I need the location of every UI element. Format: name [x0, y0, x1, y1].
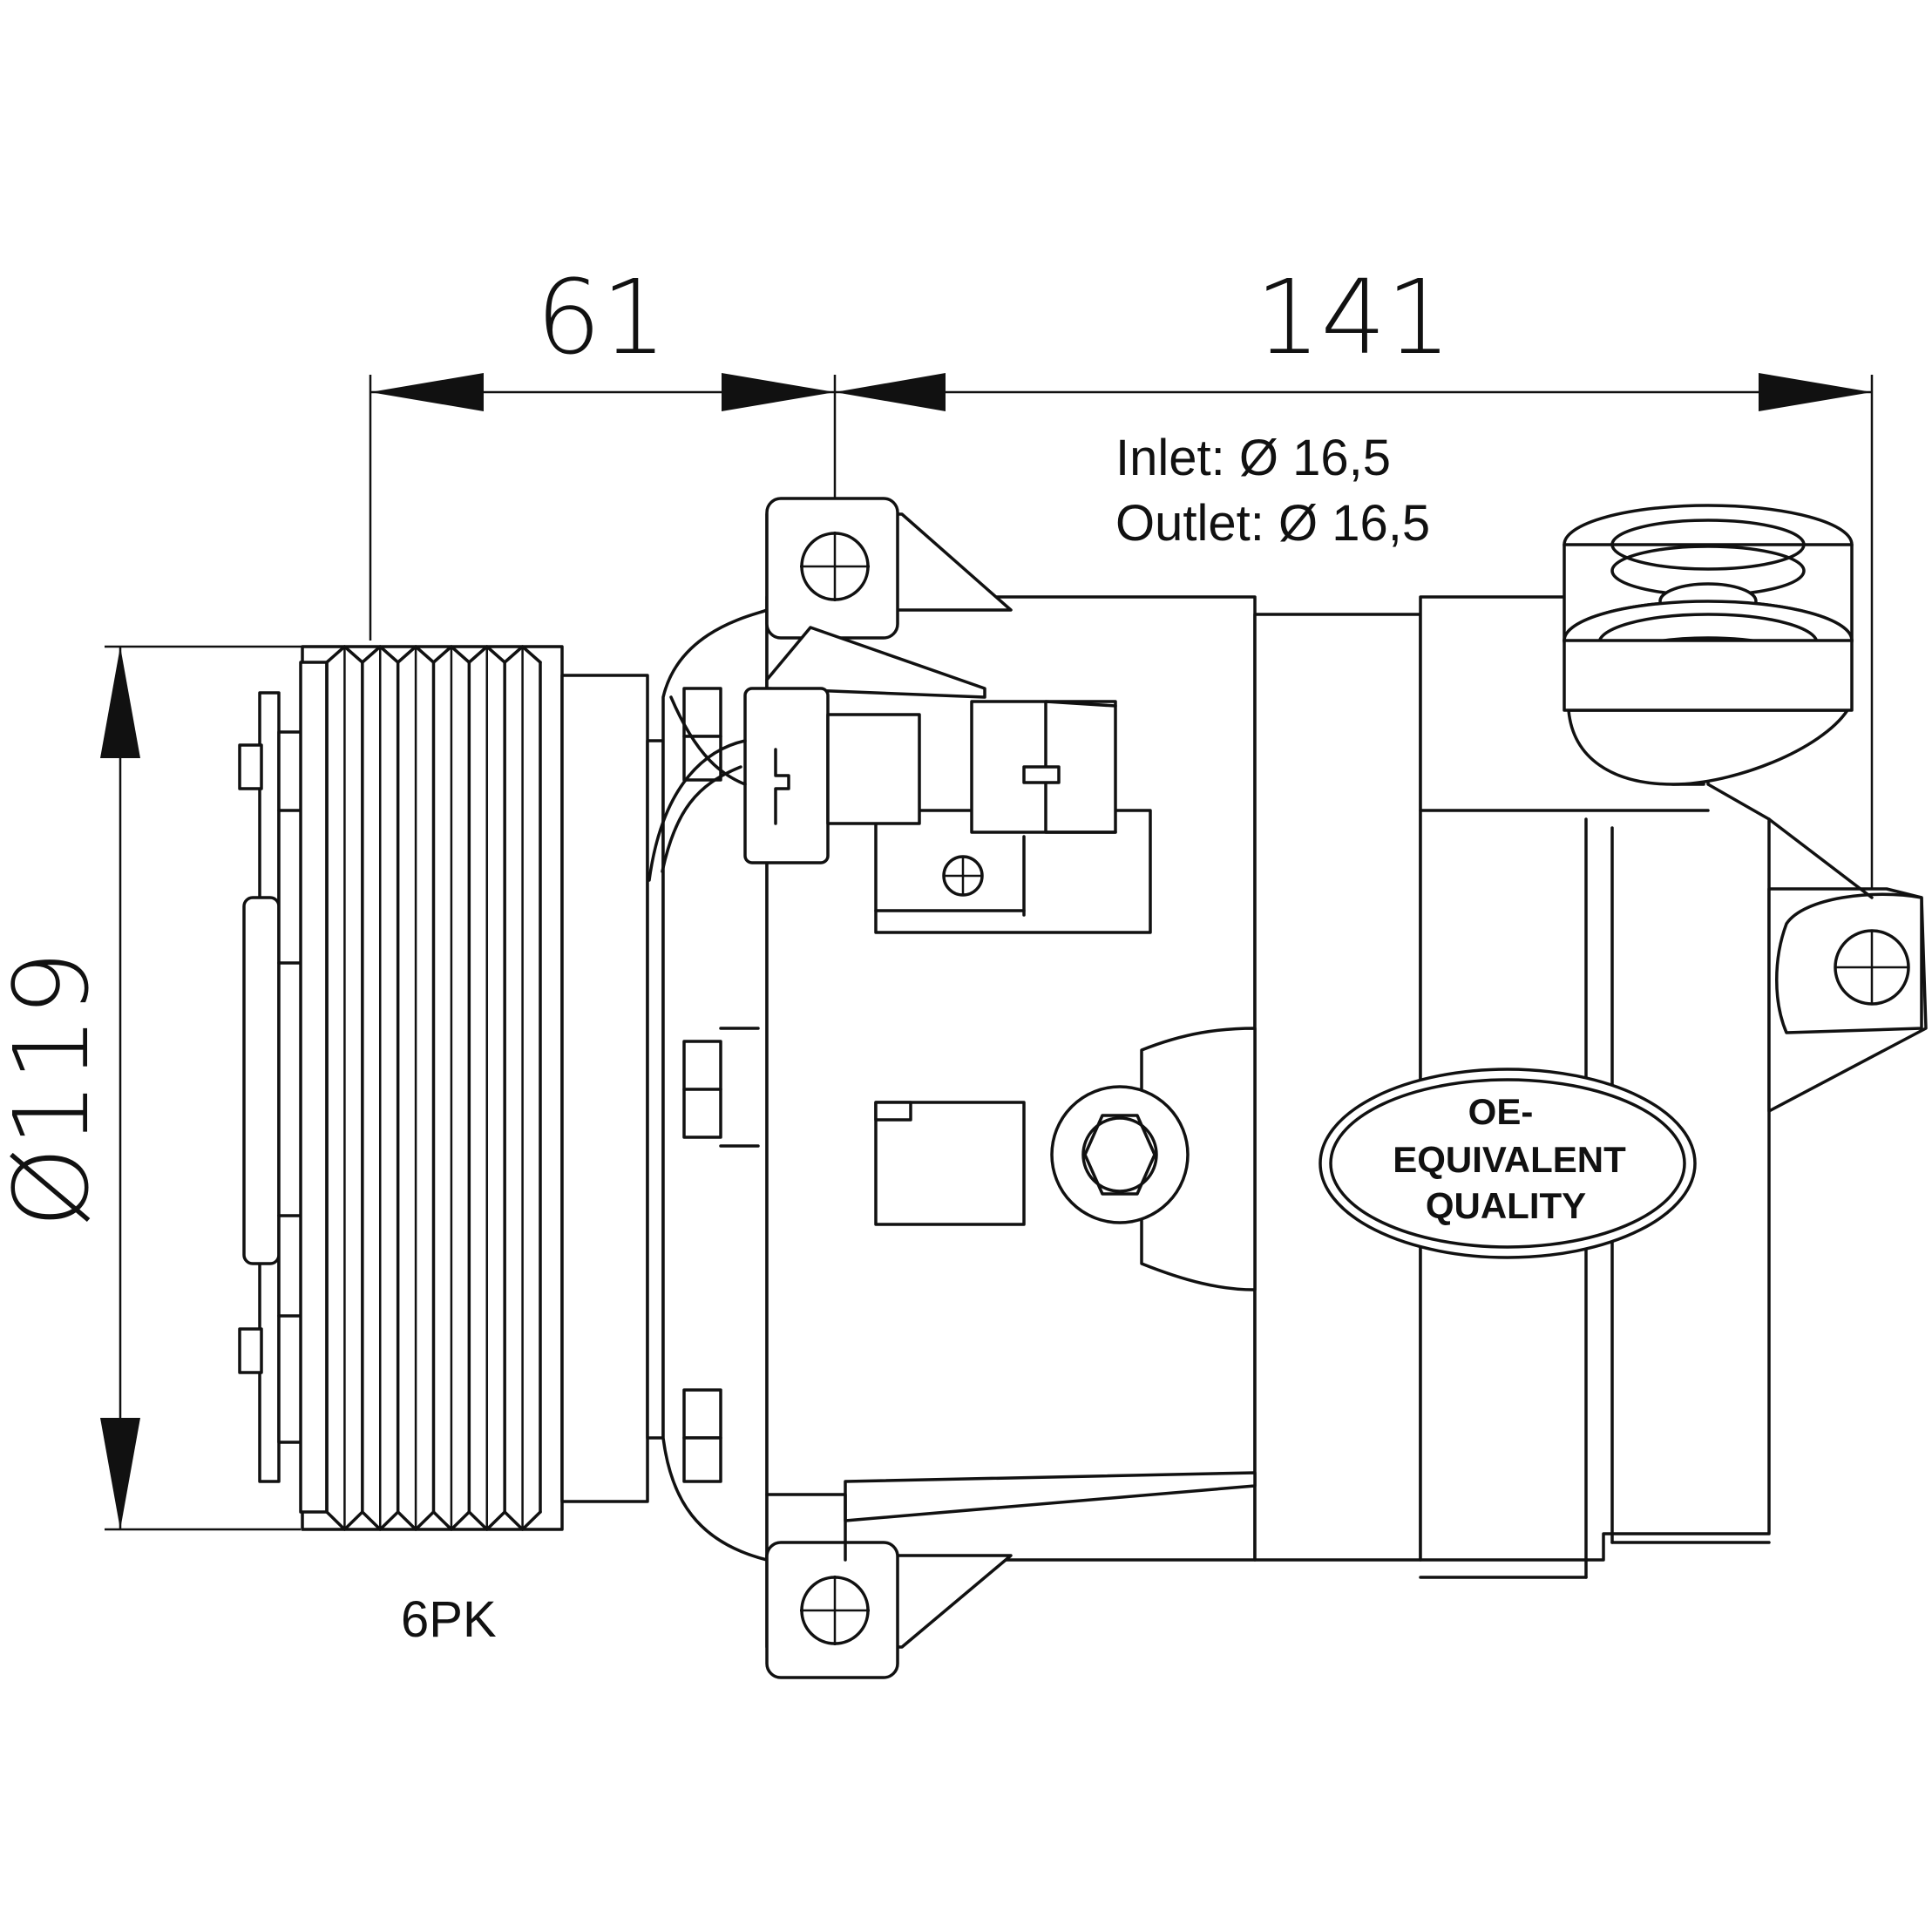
- dimension-141: 141: [1255, 257, 1451, 377]
- dimension-lines: [100, 373, 1874, 1531]
- dimension-61: 61: [536, 257, 667, 377]
- clutch-plate: [238, 691, 305, 1483]
- arrow-119-top: [100, 647, 140, 758]
- dimension-diameter-119: Ø119: [0, 951, 112, 1228]
- service-ports: [1563, 504, 1854, 786]
- side-boss: [874, 1027, 1257, 1291]
- outlet-label: Outlet: Ø 16,5: [1115, 495, 1430, 552]
- hex-nut: [1083, 1114, 1156, 1196]
- electrical-connector: [647, 626, 1152, 934]
- badge-line-1: OE-: [1468, 1091, 1534, 1132]
- top-mounting-ear: [765, 497, 1013, 640]
- bolt-crosshairs: [800, 532, 1908, 1645]
- arrow-61-left: [370, 373, 484, 411]
- oe-badge: OE- EQUIVALENT QUALITY: [1319, 1068, 1697, 1259]
- badge-line-3: QUALITY: [1426, 1185, 1586, 1226]
- arrow-141-right: [1759, 373, 1872, 411]
- arrow-141-left: [835, 373, 946, 411]
- front-housing: [661, 608, 769, 1562]
- arrow-61-right: [722, 373, 835, 411]
- arrow-119-bottom: [100, 1418, 140, 1529]
- inlet-label: Inlet: Ø 16,5: [1115, 430, 1391, 486]
- belt-profile-label: 6PK: [401, 1591, 497, 1648]
- badge-line-2: EQUIVALENT: [1393, 1139, 1626, 1180]
- pulley: [299, 645, 665, 1531]
